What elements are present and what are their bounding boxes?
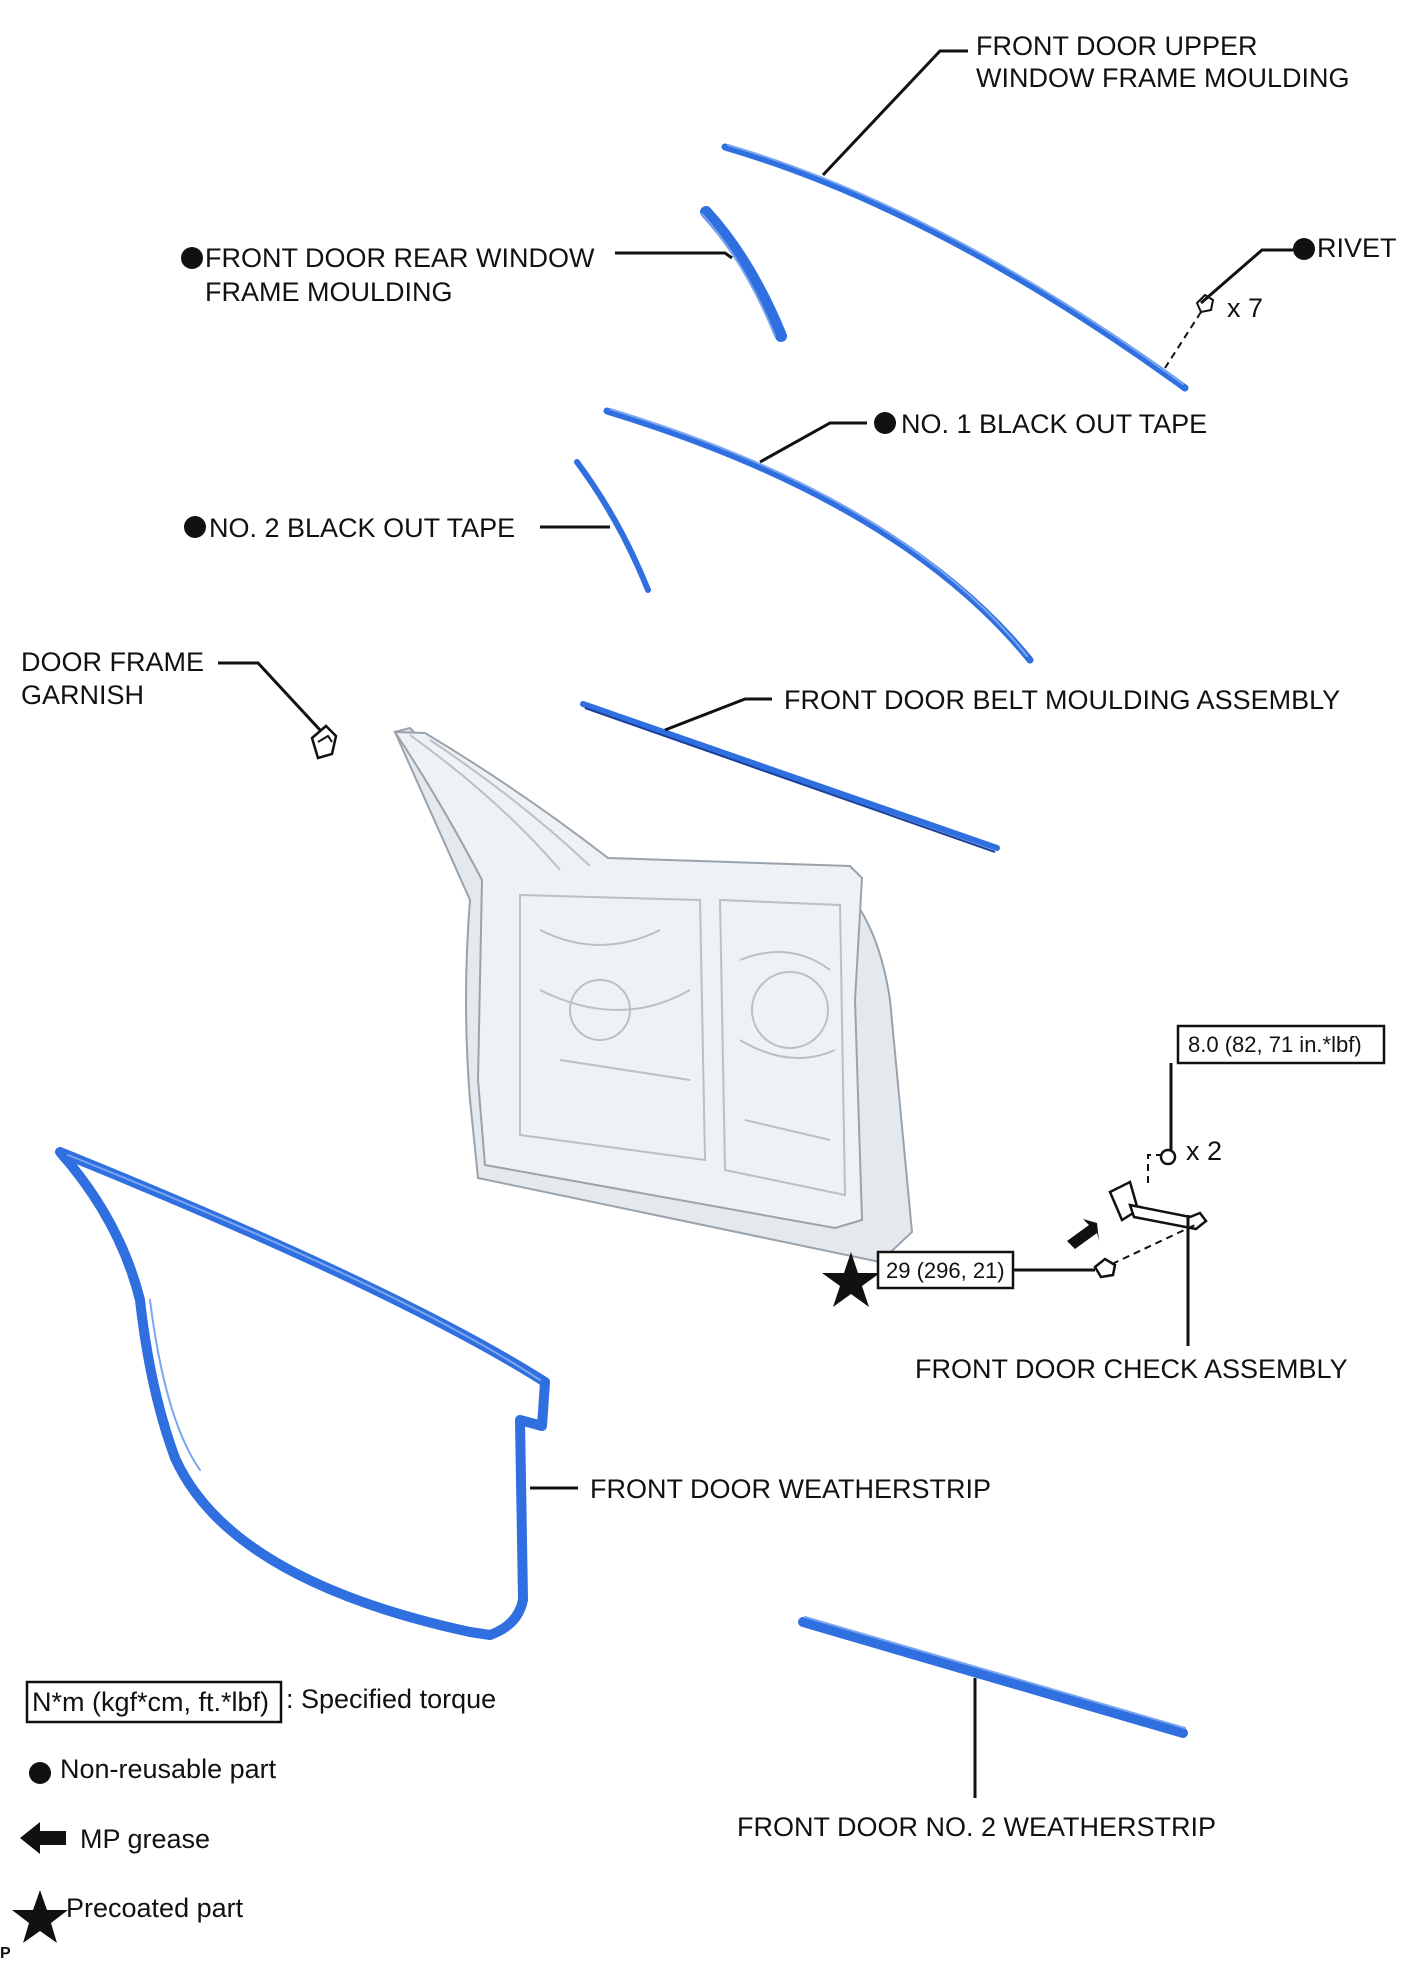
door-frame-garnish-icon	[310, 724, 338, 760]
non-reusable-icon	[874, 412, 896, 434]
label-no2-tape: NO. 2 BLACK OUT TAPE	[209, 513, 515, 543]
star-icon	[822, 1252, 880, 1307]
legend-torque-box-text: N*m (kgf*cm, ft.*lbf)	[32, 1687, 269, 1717]
front-door-weatherstrip	[55, 1147, 550, 1640]
legend-torque-text: : Specified torque	[286, 1684, 496, 1714]
mp-grease-arrow-icon	[1067, 1219, 1099, 1249]
label-check-assembly: FRONT DOOR CHECK ASSEMBLY	[915, 1354, 1348, 1384]
label-check-bolt-qty: x 2	[1186, 1136, 1222, 1166]
label-torque-precoated: 29 (296, 21)	[886, 1258, 1005, 1283]
label-upper-moulding-line1: FRONT DOOR UPPER	[976, 31, 1258, 61]
corner-mark: P	[0, 1945, 11, 1961]
label-belt-moulding: FRONT DOOR BELT MOULDING ASSEMBLY	[784, 685, 1340, 715]
non-reusable-icon	[1293, 238, 1315, 260]
front-door-rear-window-frame-moulding	[700, 206, 787, 342]
label-torque-check-bolt: 8.0 (82, 71 in.*lbf)	[1188, 1032, 1362, 1057]
front-door-upper-window-frame-moulding	[721, 143, 1189, 392]
front-door-no2-weatherstrip	[798, 1616, 1188, 1738]
torque-box-check-bolt	[1176, 1024, 1386, 1065]
label-garnish-line1: DOOR FRAME	[21, 647, 204, 677]
legend-precoated: Precoated part	[66, 1893, 244, 1923]
torque-box-precoated	[876, 1250, 1015, 1290]
label-no2-weatherstrip: FRONT DOOR NO. 2 WEATHERSTRIP	[737, 1812, 1216, 1842]
star-icon	[12, 1890, 68, 1943]
label-rivet-qty: x 7	[1227, 293, 1263, 323]
label-rear-moulding-line1: FRONT DOOR REAR WINDOW	[205, 243, 595, 273]
label-upper-moulding-line2: WINDOW FRAME MOULDING	[976, 63, 1349, 93]
front-door-check-icon	[1093, 1148, 1208, 1279]
legend-mp-grease: MP grease	[80, 1824, 210, 1854]
legend-non-reusable: Non-reusable part	[60, 1754, 277, 1784]
rivet-icon	[1164, 293, 1215, 369]
no2-black-out-tape	[574, 459, 651, 593]
arrow-left-icon	[20, 1822, 66, 1854]
door-panel	[393, 726, 914, 1264]
front-door-belt-moulding-assembly	[580, 701, 1000, 853]
label-garnish-line2: GARNISH	[21, 680, 144, 710]
label-rear-moulding-line2: FRAME MOULDING	[205, 277, 453, 307]
label-rivet: RIVET	[1317, 233, 1397, 263]
legend: N*m (kgf*cm, ft.*lbf) : Specified torque…	[12, 1680, 496, 1943]
leader-lines	[218, 49, 1293, 1798]
no1-black-out-tape	[603, 407, 1034, 664]
legend-torque-box	[25, 1680, 283, 1724]
label-weatherstrip: FRONT DOOR WEATHERSTRIP	[590, 1474, 991, 1504]
non-reusable-icon	[184, 516, 206, 538]
filled-circle-icon	[29, 1762, 51, 1784]
label-no1-tape: NO. 1 BLACK OUT TAPE	[901, 409, 1207, 439]
non-reusable-icon	[181, 247, 203, 269]
